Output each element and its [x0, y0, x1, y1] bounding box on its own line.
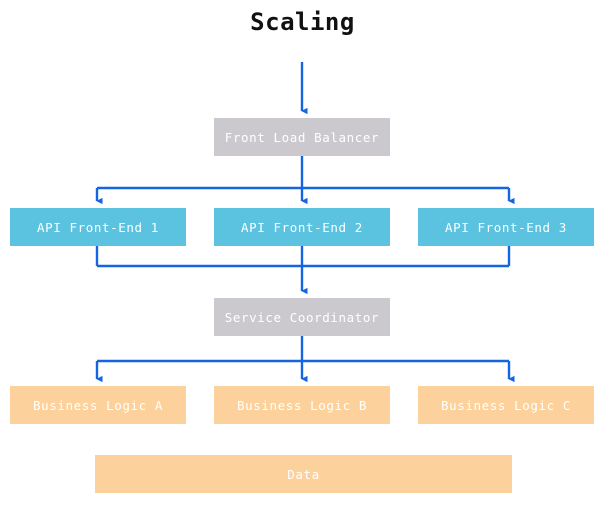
node-business-logic-c[interactable]: Business Logic C	[418, 386, 594, 424]
node-front-load-balancer[interactable]: Front Load Balancer	[214, 118, 390, 156]
node-label: API Front-End 3	[445, 219, 567, 235]
node-business-logic-a[interactable]: Business Logic A	[10, 386, 186, 424]
node-label: API Front-End 1	[37, 219, 159, 235]
node-label: Front Load Balancer	[224, 129, 380, 145]
node-api-front-end-3[interactable]: API Front-End 3	[418, 208, 594, 246]
node-label: API Front-End 2	[241, 219, 363, 235]
node-label: Business Logic A	[32, 397, 163, 413]
node-service-coordinator[interactable]: Service Coordinator	[214, 298, 390, 336]
node-data-store[interactable]: Data	[95, 455, 512, 493]
node-label: Business Logic B	[236, 397, 367, 413]
node-label: Business Logic C	[440, 397, 571, 413]
node-api-front-end-1[interactable]: API Front-End 1	[10, 208, 186, 246]
page-title: Scaling	[250, 8, 355, 36]
node-label: Service Coordinator	[224, 309, 380, 325]
node-business-logic-b[interactable]: Business Logic B	[214, 386, 390, 424]
node-label: Data	[287, 466, 320, 482]
node-api-front-end-2[interactable]: API Front-End 2	[214, 208, 390, 246]
